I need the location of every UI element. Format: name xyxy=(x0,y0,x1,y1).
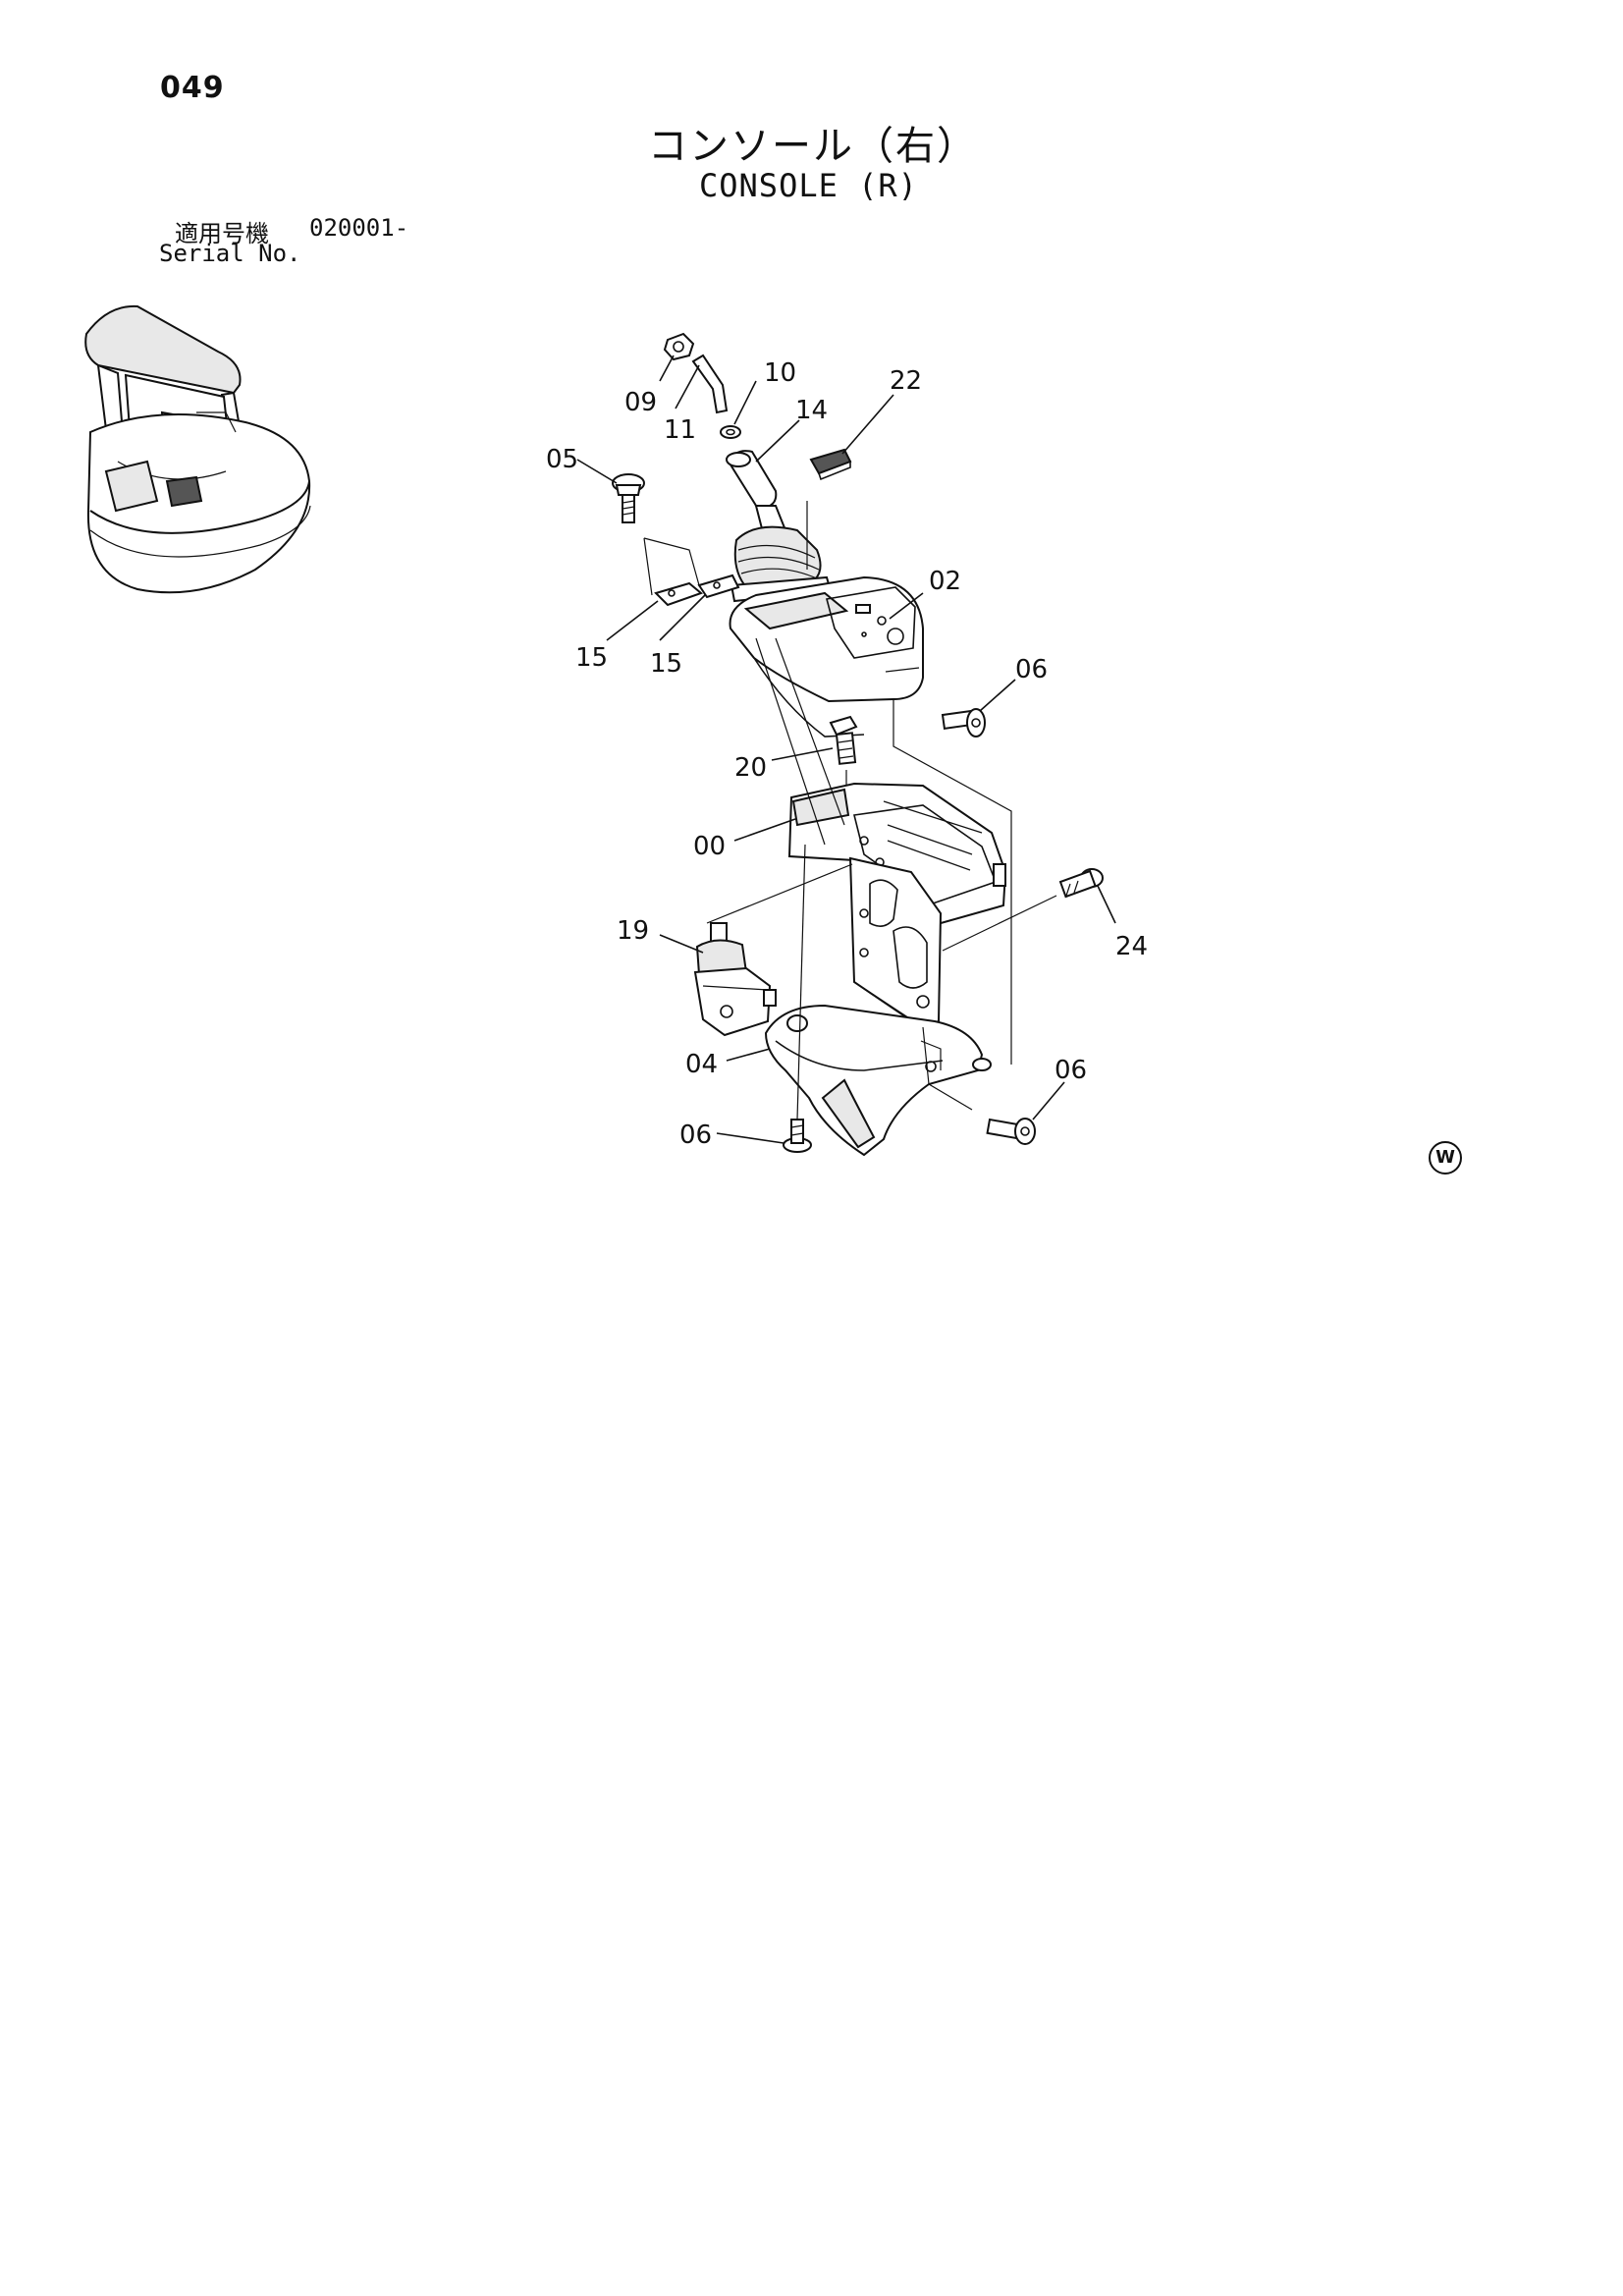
serial-label-japanese: 適用号機 xyxy=(175,220,269,247)
part-14-lever-boot xyxy=(726,450,833,603)
part-10-washer xyxy=(720,425,741,439)
part-09-nut xyxy=(663,332,695,361)
part-04-lower-cover xyxy=(764,1004,992,1157)
part-06-bolt-upper xyxy=(941,708,986,738)
callout-15-left: 15 xyxy=(575,643,608,673)
callout-10: 10 xyxy=(764,358,796,388)
cab-locator-illustration xyxy=(84,304,311,594)
callout-06-bottom: 06 xyxy=(679,1121,712,1150)
callout-06-lower-right: 06 xyxy=(1055,1056,1087,1085)
part-06-bolt-bottom xyxy=(783,1119,812,1153)
callout-24: 24 xyxy=(1115,932,1148,961)
callout-leader-lines xyxy=(576,355,1116,1144)
part-11-rod xyxy=(691,354,729,414)
serial-label-english: Serial No. xyxy=(159,240,301,267)
callout-00: 00 xyxy=(693,832,726,861)
part-00-console-frame xyxy=(787,782,1007,929)
callout-06-upper: 06 xyxy=(1015,655,1048,684)
callout-04: 04 xyxy=(685,1050,718,1079)
circled-w-mark: W xyxy=(1429,1141,1462,1175)
callout-09: 09 xyxy=(624,388,657,417)
part-19-pilot-valve xyxy=(693,922,777,1037)
callout-02: 02 xyxy=(929,567,961,596)
callout-11: 11 xyxy=(664,415,696,445)
part-24-bolt xyxy=(1058,868,1104,899)
part-06-bolt-lower-right xyxy=(986,1118,1036,1145)
console-exploded-view xyxy=(612,332,1104,1157)
page-number: 049 xyxy=(160,71,225,105)
callout-19: 19 xyxy=(617,916,649,946)
part-05-bolt xyxy=(612,473,645,523)
title-english: CONSOLE (R) xyxy=(699,167,918,204)
callout-05: 05 xyxy=(546,445,578,474)
part-22-switch xyxy=(809,448,852,481)
callout-14: 14 xyxy=(795,396,828,425)
serial-value: 020001- xyxy=(309,214,409,242)
title-japanese: コンソール（右） xyxy=(648,124,978,169)
callout-20: 20 xyxy=(734,753,767,783)
callout-15-right: 15 xyxy=(650,649,682,679)
part-20-bolt xyxy=(829,715,858,765)
part-15-brackets xyxy=(643,537,740,607)
part-02-upper-cover xyxy=(729,575,924,738)
callout-22: 22 xyxy=(890,366,922,396)
